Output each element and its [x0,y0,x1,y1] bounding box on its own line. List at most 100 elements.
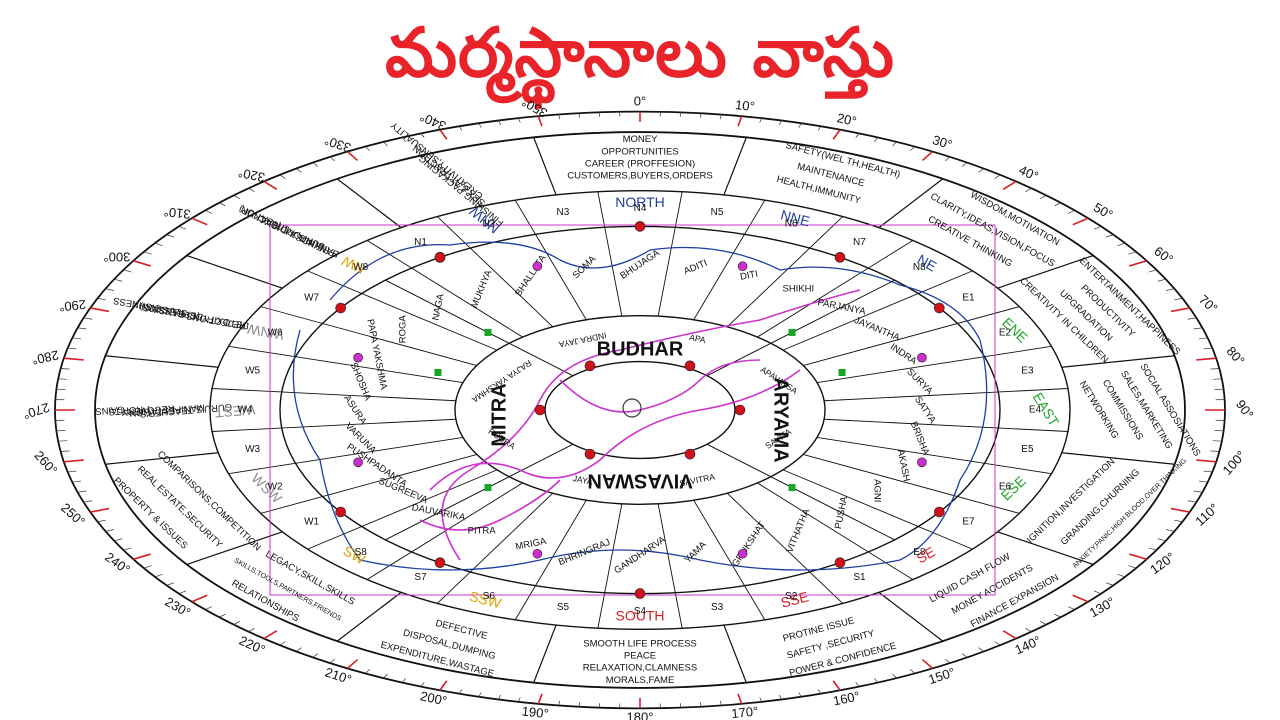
degree-tick [832,129,841,140]
pada-divider [228,436,464,475]
pada-code: N7 [853,237,866,248]
outer-deity-label: BHRINGRAJ [557,537,612,568]
degree-tick [699,113,702,118]
degree-label: 120° [1147,549,1178,577]
page-title: మర్మస్థానాలు వాస్తు [385,14,895,93]
degree-label: 200° [419,688,448,708]
pada-code: E2 [999,328,1012,339]
degree-tick [921,151,934,162]
degree-tick [719,700,722,706]
marma-point [934,506,945,518]
marma-point [484,328,492,336]
degree-tick [1025,628,1032,633]
degree-label: 60° [1151,243,1176,267]
degree-tick [105,529,114,532]
zone-direction-label: WNW [245,321,285,343]
energy-line [899,339,988,561]
pada-divider [803,454,1020,514]
zone-divider [186,531,283,565]
degree-tick [1196,459,1217,463]
degree-tick [295,647,302,652]
pada-divider [307,270,498,351]
pada-code: N1 [414,237,427,248]
degree-label: 280° [31,347,60,367]
pada-divider [597,191,623,317]
degree-tick [1198,337,1208,340]
degree-tick [558,700,561,706]
pada-code: E8 [913,547,926,558]
pada-divider [366,240,523,338]
degree-label: 90° [1233,397,1257,422]
marma-point [484,484,492,492]
pada-code: N2 [482,219,495,230]
zone-ring-boundary [209,189,1071,631]
pada-divider [436,216,554,328]
degree-tick [1198,480,1208,483]
pada-divider [260,454,477,514]
zone-divider [1061,355,1175,368]
degree-tick [401,678,406,683]
marma-point [737,548,748,559]
marma-point [834,557,846,568]
marma-point [788,484,796,492]
degree-tick [699,702,702,707]
degree-tick [1173,519,1183,523]
degree-tick [166,234,175,238]
degree-tick [578,113,581,118]
degree-label: 20° [836,110,858,129]
pada-code: N6 [785,219,798,230]
zone-direction-label: SOUTH [616,607,665,623]
pada-divider [782,270,973,351]
degree-tick [798,123,802,128]
zone-meaning: RELATIONSHIPS [230,578,301,624]
degree-tick [737,115,743,127]
zone-direction-label: SSW [468,588,504,612]
degree-tick [83,317,93,320]
zone-meaning: RELAXATION,CLAMNESS [583,663,697,674]
marma-point [737,261,748,272]
degree-tick [537,115,543,127]
degree-tick [817,126,822,131]
zone-divider [105,355,219,368]
pada-divider [693,500,766,621]
center-deity-west: MITRA [488,383,510,446]
zone-meaning: MORALS,FAME [606,675,675,686]
pada-code: S1 [853,572,866,583]
degree-tick [518,118,521,123]
pada-divider [816,436,1052,475]
degree-label: 170° [731,703,759,720]
degree-tick [961,162,968,167]
pada-code: S3 [711,602,724,613]
degree-tick [994,641,1001,646]
zone-meaning: PROFITS [108,403,150,417]
degree-tick [1093,225,1102,230]
degree-tick [205,606,213,610]
degree-tick [779,694,782,700]
marma-point [532,261,543,272]
marma-point [917,457,927,468]
marma-point [353,352,363,363]
pada-divider [693,199,766,320]
zone-meaning: CAREER (PROFFESION) [585,158,695,169]
pada-code: E1 [962,293,975,304]
degree-tick [401,137,406,142]
outer-deity-label: VITHATHA [784,507,812,555]
outer-deity-label: PARJANYA [817,297,868,317]
outer-deity-label: BHUJAGA [618,247,662,281]
zone-meaning: CUSTOMERS,BUYERS,ORDERS [567,171,713,182]
outer-deity-label: MUKHYA [469,268,495,310]
pada-divider [212,418,456,432]
degree-label: 260° [31,448,60,478]
pada-divider [782,469,973,550]
degree-tick [329,156,335,162]
degree-tick [312,162,319,167]
pada-code: W6 [268,328,283,339]
pada-divider [514,199,587,320]
pada-code: W3 [245,444,260,455]
degree-tick [133,553,151,560]
zone-divider [878,178,944,229]
degree-tick [1157,538,1166,542]
pada-divider [816,345,1052,384]
degree-label: 40° [1017,162,1041,184]
